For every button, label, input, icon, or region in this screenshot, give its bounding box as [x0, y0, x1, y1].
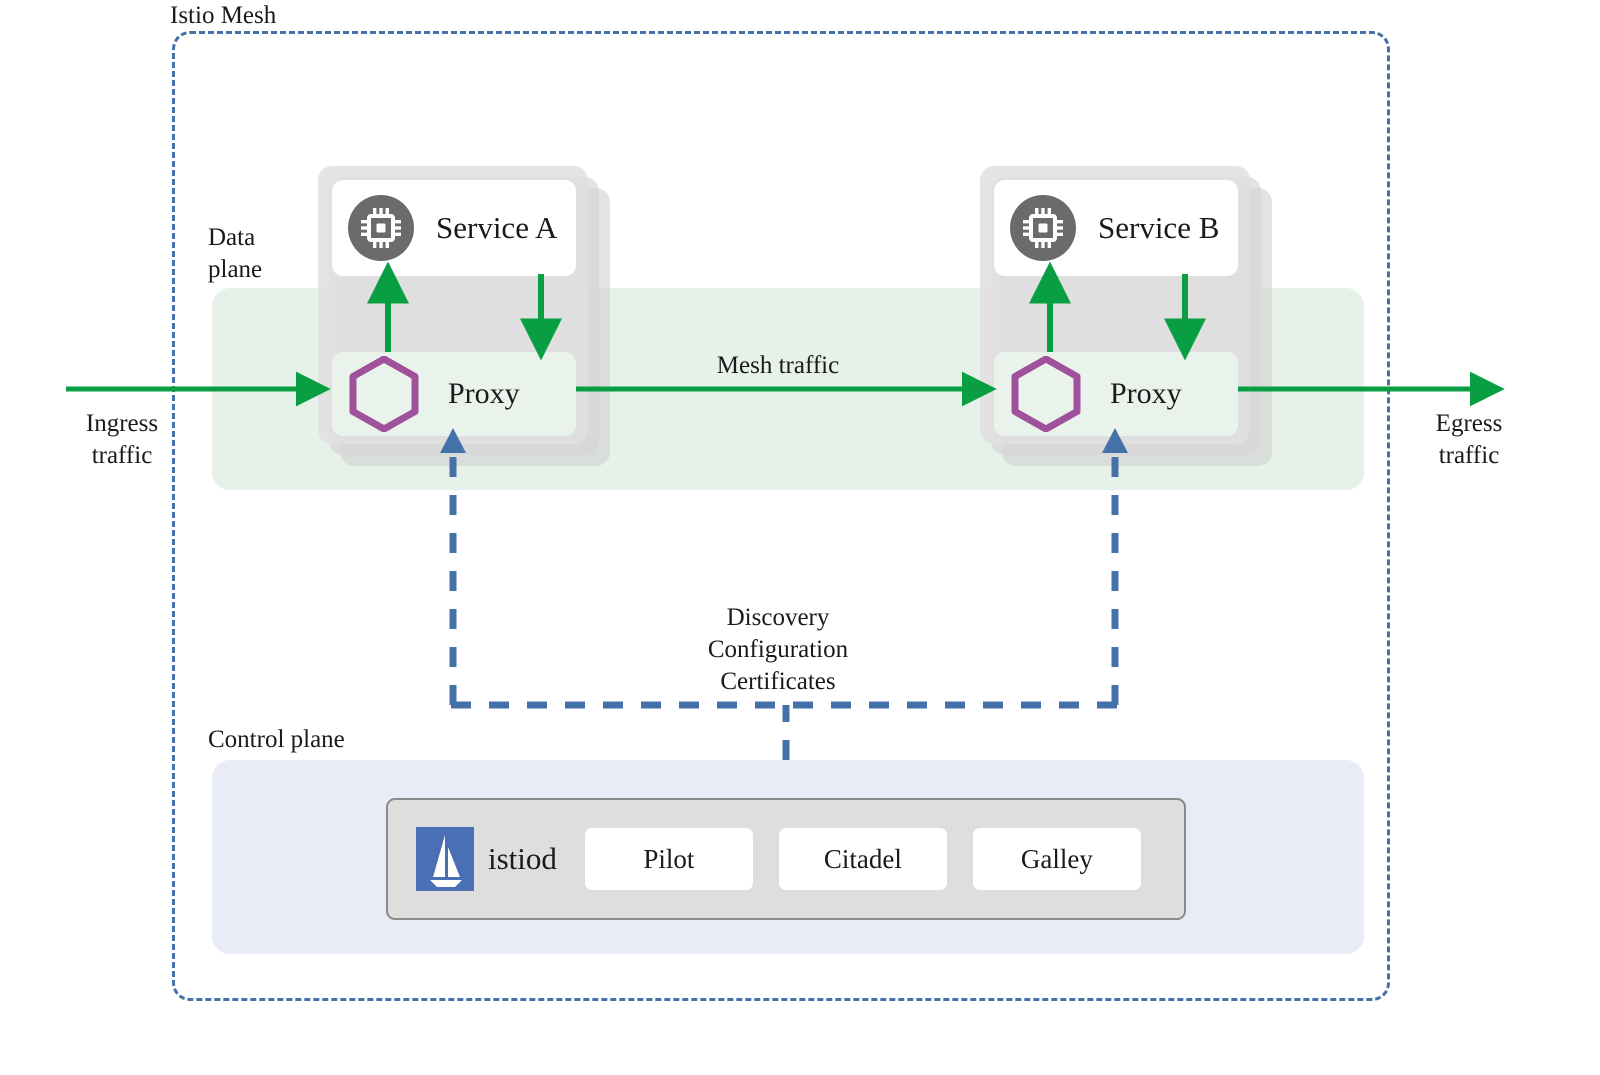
proxy-card-b[interactable]: Proxy	[994, 352, 1238, 436]
envoy-hexagon-icon	[1008, 355, 1084, 433]
istiod-label: istiod	[488, 841, 557, 876]
envoy-hexagon-icon	[346, 355, 422, 433]
component-citadel[interactable]: Citadel	[778, 828, 947, 890]
pod-service-a: Service A Proxy	[318, 166, 610, 466]
mesh-title: Istio Mesh	[170, 2, 277, 29]
component-galley-label: Galley	[1020, 843, 1093, 874]
component-pilot-label: Pilot	[643, 843, 695, 874]
proxy-name-b: Proxy	[1110, 377, 1182, 410]
component-pilot[interactable]: Pilot	[584, 828, 753, 890]
istiod-container[interactable]: istiod Pilot Citadel Galley	[386, 798, 1186, 920]
discovery-configuration-certificates-label: Discovery Configuration Certificates	[707, 604, 849, 695]
proxy-card-a[interactable]: Proxy	[332, 352, 576, 436]
pod-service-b: Service B Proxy	[980, 166, 1272, 466]
microchip-icon	[1010, 195, 1076, 261]
ingress-traffic-label: Ingress traffic	[85, 410, 159, 469]
component-galley[interactable]: Galley	[972, 828, 1141, 890]
pod-body: Service B Proxy	[980, 166, 1250, 444]
egress-traffic-label: Egress traffic	[1435, 410, 1503, 469]
istio-mesh-boundary	[172, 31, 1390, 1001]
component-citadel-label: Citadel	[823, 843, 902, 874]
control-plane-label: Control plane	[208, 726, 345, 753]
mesh-traffic-label: Mesh traffic	[716, 352, 840, 379]
service-name-b: Service B	[1098, 210, 1220, 245]
proxy-name-a: Proxy	[448, 377, 520, 410]
data-plane-label: Data plane	[208, 224, 263, 283]
service-card-a[interactable]: Service A	[332, 180, 576, 276]
istio-sailboat-logo-icon	[416, 827, 474, 891]
microchip-icon	[348, 195, 414, 261]
service-name-a: Service A	[436, 210, 558, 245]
service-card-b[interactable]: Service B	[994, 180, 1238, 276]
pod-body: Service A Proxy	[318, 166, 588, 444]
